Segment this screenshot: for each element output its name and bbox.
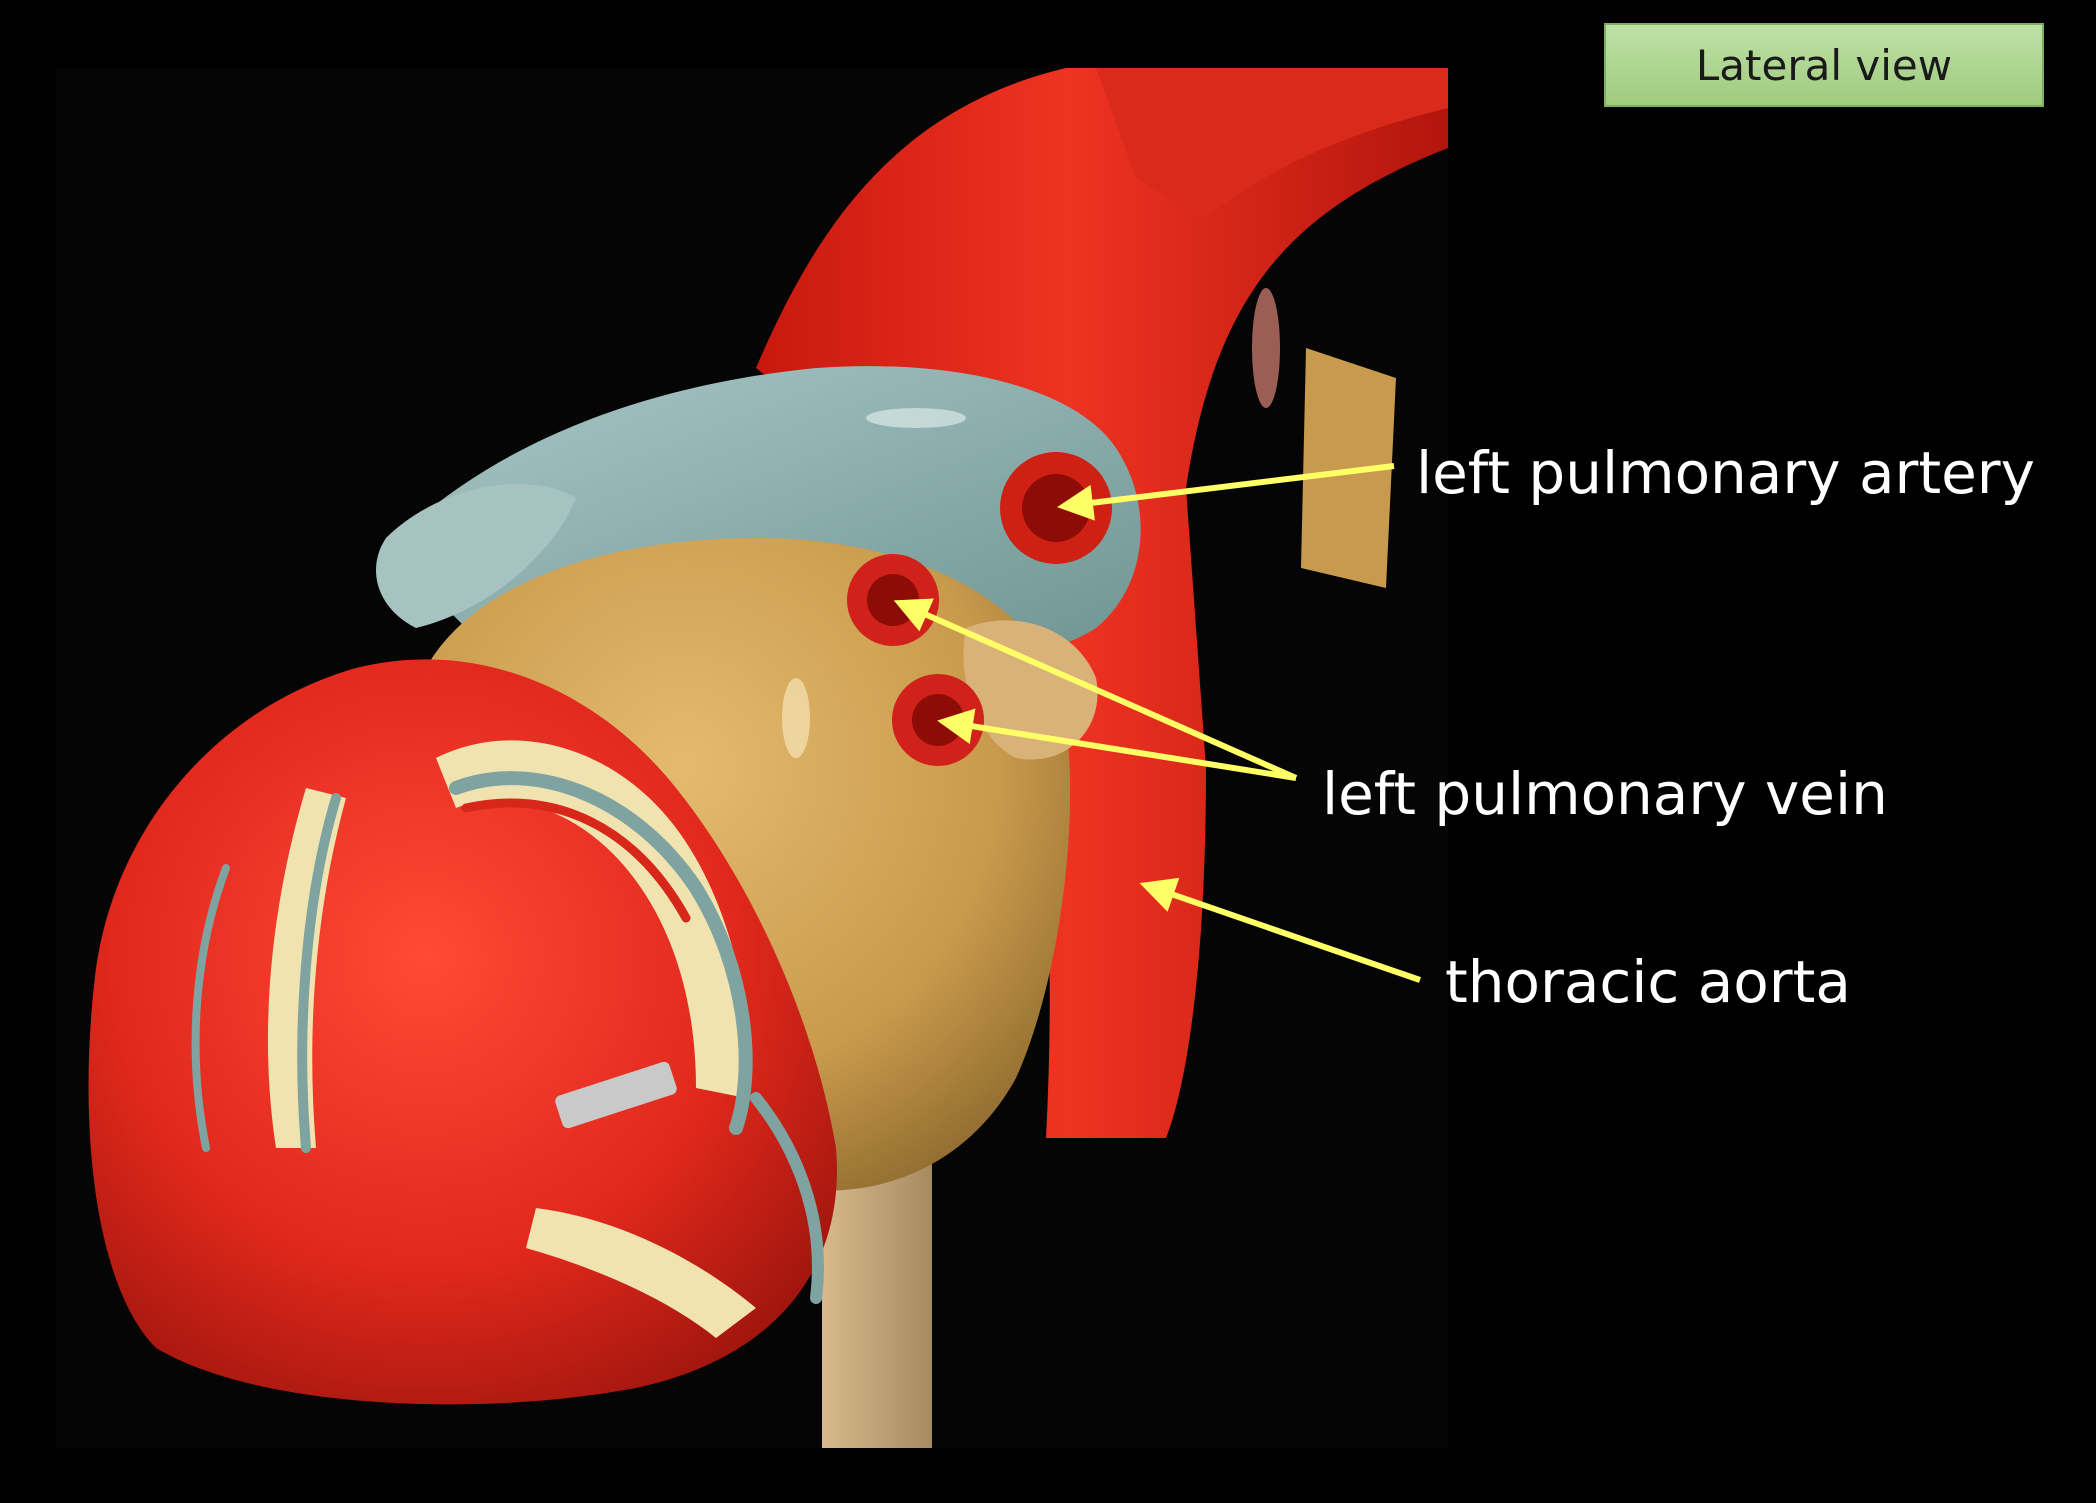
callout-label-left-pulmonary-artery: left pulmonary artery xyxy=(1416,439,2035,507)
aorta-highlight xyxy=(1252,288,1280,408)
ligament-flap xyxy=(1301,348,1396,588)
upper-vein-lumen xyxy=(867,574,919,626)
trunk-highlight xyxy=(866,408,966,428)
lower-vein-lumen xyxy=(912,694,964,746)
left-auricle xyxy=(376,483,576,628)
great-cardiac-vein xyxy=(449,771,753,1135)
model-hinge-clip xyxy=(555,1061,677,1129)
callout-label-thoracic-aorta: thoracic aorta xyxy=(1445,948,1851,1016)
heart-model-photo xyxy=(56,68,1448,1448)
callout-label-left-pulmonary-vein: left pulmonary vein xyxy=(1322,760,1888,828)
heart-model-illustration xyxy=(88,68,1448,1448)
view-badge-text: Lateral view xyxy=(1695,40,1953,90)
atrium-highlight xyxy=(782,678,810,758)
arch-branch-vessels xyxy=(1096,68,1448,218)
coronary-groove-fat xyxy=(436,740,749,1098)
circumflex-artery xyxy=(461,798,691,923)
apex-fat xyxy=(526,1208,756,1338)
anterior-vein-branch xyxy=(297,793,341,1153)
artery-lumen xyxy=(1022,474,1090,542)
view-badge: Lateral view xyxy=(1604,23,2044,107)
marginal-vein xyxy=(750,1092,824,1304)
model-stand xyxy=(822,1158,932,1448)
ventricle-vein-branch xyxy=(191,864,230,1152)
